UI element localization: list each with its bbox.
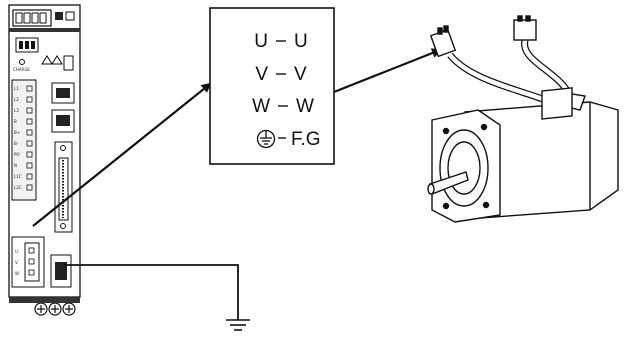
mode-button[interactable] (55, 12, 63, 20)
charge-label: CHARGE (13, 67, 30, 72)
svg-text:L2C: L2C (14, 185, 22, 190)
warning-icon (41, 55, 53, 65)
status-led (65, 11, 75, 21)
terminal-screws (26, 85, 33, 191)
svg-text:L3: L3 (14, 108, 19, 113)
svg-text:B+: B+ (14, 130, 20, 135)
wiring-row-v: V V (255, 64, 307, 85)
earth-ground-icon (226, 319, 250, 331)
terminal-u-label: U (15, 249, 18, 254)
svg-text:L2: L2 (14, 97, 19, 102)
arrow-wiring-box-to-motor (333, 48, 442, 94)
nameplate (541, 87, 573, 120)
ground-wire (64, 264, 239, 320)
protective-earth-icon (256, 129, 276, 149)
terminal-v-label: V (15, 260, 18, 265)
servo-motor (427, 15, 619, 223)
svg-text:U: U (294, 31, 308, 52)
svg-text:F.G: F.G (291, 129, 321, 150)
servo-drive: CHARGE L1 L2 L3 B B+ B- PO N L1C L2C (8, 4, 81, 316)
svg-text:V: V (294, 64, 307, 85)
svg-text:W: W (296, 96, 314, 117)
encoder-plug (513, 19, 537, 41)
ground-screws (34, 302, 76, 316)
charge-lamp (19, 59, 25, 65)
wiring-row-w: W W (252, 96, 314, 117)
svg-text:B: B (14, 119, 17, 124)
svg-text:L1: L1 (14, 86, 19, 91)
wiring-row-u: U U (254, 31, 307, 52)
svg-text:B-: B- (14, 141, 19, 146)
wiring-row-fg: F.G (256, 129, 321, 150)
svg-text:V: V (255, 64, 268, 85)
svg-text:L1C: L1C (14, 174, 22, 179)
usb-port[interactable] (63, 55, 74, 71)
terminal-labels: L1 L2 L3 B B+ B- PO N L1C L2C (14, 86, 22, 190)
svg-text:N: N (14, 163, 17, 168)
svg-text:U: U (254, 31, 268, 52)
arrow-drive-to-wiring-box (32, 82, 212, 227)
warning-icon (51, 55, 63, 65)
display-digits (15, 12, 47, 24)
svg-text:W: W (252, 96, 270, 117)
svg-text:PO: PO (14, 152, 20, 157)
wiring-box: U U V V W W F.G (209, 7, 335, 165)
terminal-w-label: W (15, 271, 19, 276)
